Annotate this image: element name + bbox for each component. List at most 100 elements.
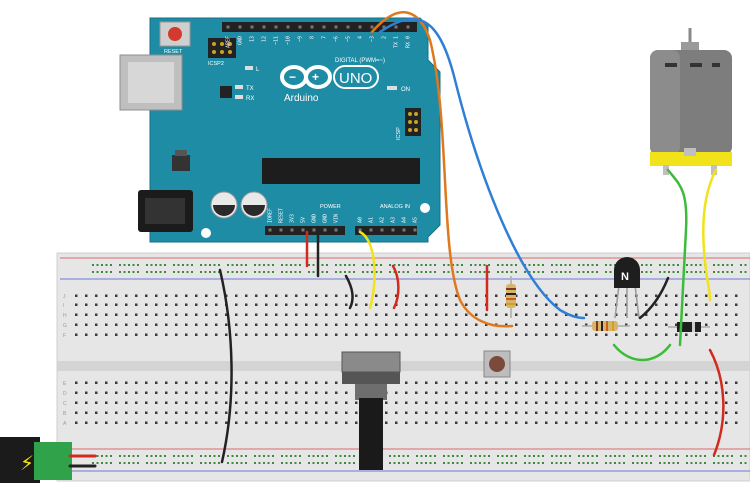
terminal-hole [425,323,428,326]
terminal-hole [205,303,208,306]
header-pin-hole[interactable] [369,228,373,232]
terminal-hole [455,333,458,336]
header-pin-hole[interactable] [334,228,338,232]
rail-hole [456,264,459,266]
rail-hole [501,455,504,457]
header-pin-hole[interactable] [238,25,242,29]
header-pin-hole[interactable] [413,228,417,232]
header-pin-hole[interactable] [290,228,294,232]
header-pin-hole[interactable] [358,25,362,29]
header-pin-hole[interactable] [298,25,302,29]
rail-hole [551,264,553,266]
rail-hole [218,264,220,266]
terminal-hole [145,294,148,297]
potentiometer[interactable] [341,351,401,470]
rail-hole [452,462,454,464]
terminal-hole [735,421,738,424]
header-pin-hole[interactable] [382,25,386,29]
header-pin-hole[interactable] [394,25,398,29]
rail-hole [191,264,193,266]
terminal-hole [625,333,628,336]
terminal-hole [85,381,88,384]
push-button[interactable] [483,350,511,378]
rail-hole [380,264,382,266]
rail-hole [204,271,207,273]
header-pin-hole[interactable] [268,228,272,232]
header-pin-hole[interactable] [274,25,278,29]
rail-hole [294,264,297,266]
header-pin-hole[interactable] [310,25,314,29]
header-pin-hole[interactable] [301,228,305,232]
terminal-hole [695,313,698,316]
rail-hole [110,462,112,464]
header-pin-hole[interactable] [406,25,410,29]
terminal-hole [545,411,548,414]
terminal-hole [115,323,118,326]
rail-hole [155,264,157,266]
header-pin-hole[interactable] [312,228,316,232]
terminal-hole [165,333,168,336]
terminal-hole [305,421,308,424]
header-pin-hole[interactable] [250,25,254,29]
header-pin-hole[interactable] [391,228,395,232]
header-pin-hole[interactable] [358,228,362,232]
terminal-hole [275,391,278,394]
rail-hole [515,271,517,273]
terminal-hole [515,323,518,326]
rail-hole [204,264,207,266]
header-pin-hole[interactable] [279,228,283,232]
rail-hole [209,264,211,266]
rail-hole [321,264,324,266]
terminal-hole [455,401,458,404]
rail-hole [227,271,229,273]
rail-hole [402,264,405,266]
header-pin-hole[interactable] [370,25,374,29]
terminal-hole [395,411,398,414]
terminal-hole [265,294,268,297]
terminal-hole [285,391,288,394]
header-pin-hole[interactable] [226,25,230,29]
rail-hole [587,271,589,273]
terminal-hole [435,411,438,414]
rail-hole [317,455,319,457]
rail-hole [164,455,166,457]
terminal-hole [705,333,708,336]
rail-hole [569,462,571,464]
header-pin-hole[interactable] [286,25,290,29]
potentiometer-knob[interactable] [359,398,383,470]
terminal-hole [175,323,178,326]
rail-hole [236,455,238,457]
header-pin-hole[interactable] [322,25,326,29]
terminal-hole [555,333,558,336]
rail-hole [429,271,432,273]
terminal-hole [115,401,118,404]
terminal-hole [715,303,718,306]
rail-hole [704,462,706,464]
terminal-hole [425,303,428,306]
rail-hole [699,271,702,273]
rail-hole [200,462,202,464]
terminal-hole [215,333,218,336]
reset-button-cap[interactable] [168,27,182,41]
terminal-hole [165,323,168,326]
terminal-hole [615,294,618,297]
terminal-hole [145,401,148,404]
header-pin-hole[interactable] [402,228,406,232]
rail-hole [285,271,288,273]
terminal-hole [265,401,268,404]
header-pin-hole[interactable] [262,25,266,29]
terminal-hole [75,421,78,424]
header-pin-hole[interactable] [380,228,384,232]
terminal-hole [195,323,198,326]
header-pin-hole[interactable] [334,25,338,29]
terminal-hole [565,303,568,306]
wire-black-pot [344,274,354,310]
terminal-hole [515,401,518,404]
header-pin-hole[interactable] [346,25,350,29]
rail-hole [699,455,702,457]
terminal-hole [105,323,108,326]
terminal-hole [95,401,98,404]
header-pin-hole[interactable] [323,228,327,232]
push-button-cap[interactable] [489,356,505,372]
terminal-hole [225,411,228,414]
